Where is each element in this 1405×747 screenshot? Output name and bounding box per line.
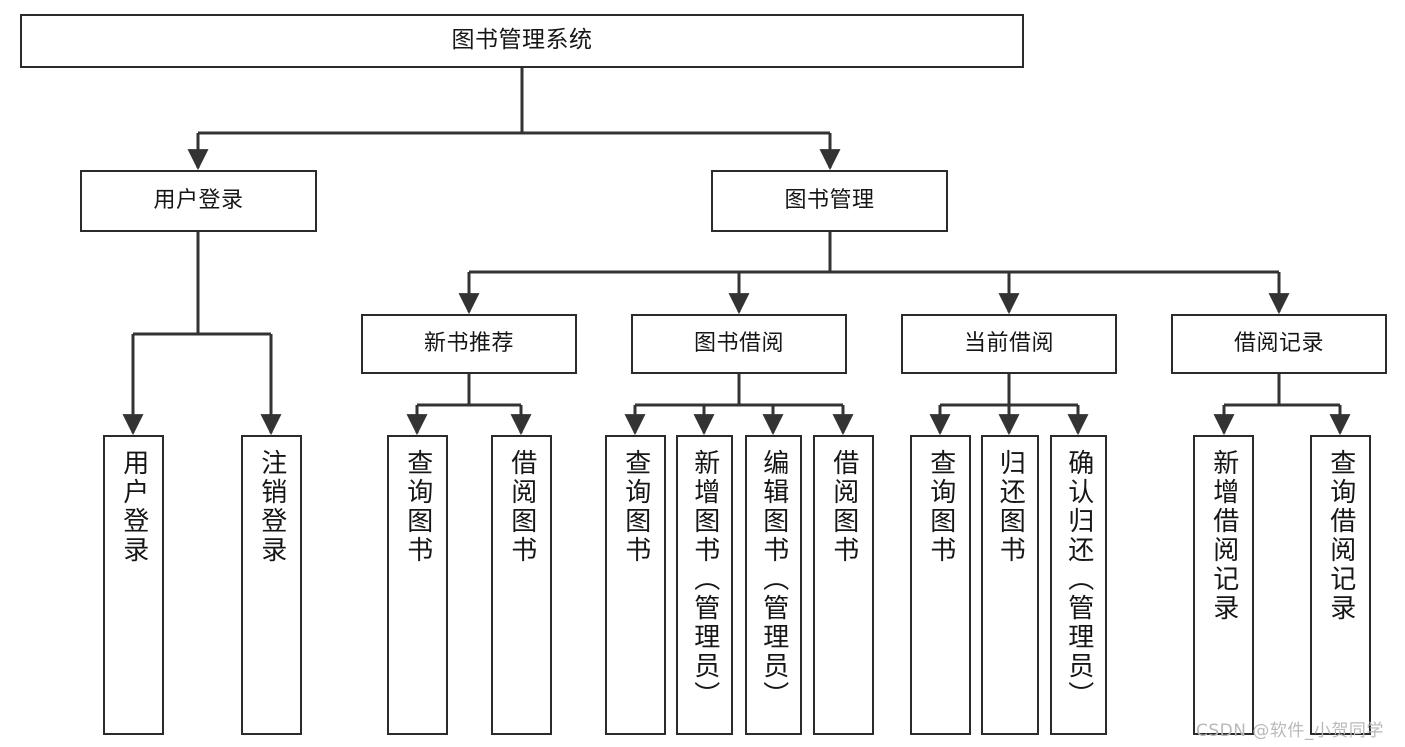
leaf-query-record-label: 查询借阅记录 [1325,449,1356,623]
leaf-logout-label: 注销登录 [256,449,287,565]
node-current-borrow[interactable]: 当前借阅 [901,314,1117,374]
node-book-borrow-label: 图书借阅 [693,331,784,357]
node-book-admin-label: 图书管理 [784,188,875,214]
leaf-return-book-label: 归还图书 [995,449,1026,565]
node-current-borrow-label: 当前借阅 [963,331,1054,357]
leaf-query-book-2-label: 查询图书 [620,449,651,565]
leaf-logout[interactable]: 注销登录 [241,435,302,735]
leaf-user-login[interactable]: 用户登录 [103,435,164,735]
node-new-book-rec-label: 新书推荐 [423,331,514,357]
leaf-confirm-return-label: 确认归还（管理员） [1063,449,1094,710]
leaf-query-book-2[interactable]: 查询图书 [605,435,666,735]
node-user-login[interactable]: 用户登录 [80,170,317,232]
leaf-return-book[interactable]: 归还图书 [981,435,1039,735]
leaf-borrow-book-2[interactable]: 借阅图书 [813,435,874,735]
leaf-query-book-1[interactable]: 查询图书 [387,435,448,735]
leaf-query-book-3[interactable]: 查询图书 [910,435,971,735]
leaf-add-record[interactable]: 新增借阅记录 [1193,435,1254,735]
node-new-book-rec[interactable]: 新书推荐 [361,314,577,374]
node-root[interactable]: 图书管理系统 [20,14,1024,68]
leaf-edit-book-label: 编辑图书（管理员） [758,449,789,710]
leaf-confirm-return[interactable]: 确认归还（管理员） [1050,435,1107,735]
leaf-borrow-book-1-label: 借阅图书 [506,449,537,565]
node-book-borrow[interactable]: 图书借阅 [631,314,847,374]
leaf-query-book-1-label: 查询图书 [402,449,433,565]
leaf-borrow-book-2-label: 借阅图书 [828,449,859,565]
node-borrow-record-label: 借阅记录 [1233,331,1324,357]
leaf-borrow-book-1[interactable]: 借阅图书 [491,435,552,735]
node-borrow-record[interactable]: 借阅记录 [1171,314,1387,374]
leaf-query-record[interactable]: 查询借阅记录 [1310,435,1371,735]
leaf-edit-book[interactable]: 编辑图书（管理员） [745,435,802,735]
leaf-user-login-label: 用户登录 [118,449,149,565]
node-root-label: 图书管理系统 [451,27,593,54]
csdn-watermark: CSDN @软件_小贺同学 [1196,721,1384,741]
node-user-login-label: 用户登录 [153,188,244,214]
leaf-query-book-3-label: 查询图书 [925,449,956,565]
leaf-add-book[interactable]: 新增图书（管理员） [676,435,733,735]
node-book-admin[interactable]: 图书管理 [711,170,948,232]
leaf-add-book-label: 新增图书（管理员） [689,449,720,710]
leaf-add-record-label: 新增借阅记录 [1208,449,1239,623]
